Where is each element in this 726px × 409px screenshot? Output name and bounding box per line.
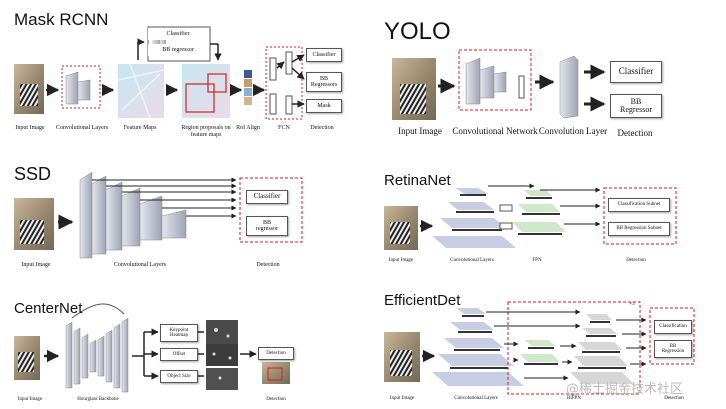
input-image-thumbnail [14, 64, 44, 114]
mask-rcnn-diagram [14, 26, 305, 120]
bifpn-label: BiFPN [567, 396, 581, 401]
conv-layers-icon [65, 71, 91, 105]
bb-label: BB [669, 343, 677, 349]
conv-layers-label: Convolutional Layers [450, 258, 494, 263]
watermark-text: @稀土掘金技术社区 [566, 382, 684, 397]
fpn-label: FPN [532, 258, 542, 263]
heatmap-label: Heatmap [169, 333, 189, 338]
detection-box: Detection [258, 347, 294, 360]
object-size-box: Object Size [160, 370, 198, 383]
offset-box: Offset [160, 348, 198, 361]
bb-label: BB [630, 96, 642, 106]
output-classifier-box: Classifier [306, 48, 342, 62]
bb-label: BB [319, 75, 328, 82]
ssd-diagram [14, 171, 303, 259]
detection-label: Detection [266, 397, 286, 402]
detection-label: Detection [310, 125, 334, 131]
efficientdet-title: EfficientDet [384, 292, 461, 309]
yolo-classifier-box: Classifier [610, 61, 662, 83]
input-image-label: Input Image [17, 397, 43, 402]
ssd-title: SSD [14, 164, 52, 184]
centernet-diagram [14, 303, 290, 393]
conv-pyramid [432, 308, 524, 386]
feature-maps-icon [117, 63, 165, 119]
detection-label: Detection [626, 258, 646, 263]
input-image-thumbnail [392, 58, 436, 120]
conv-layers-label: Convolutional Layers [113, 262, 167, 268]
conv-layer-label: Convolution Layer [538, 126, 608, 136]
input-image-thumbnail [384, 332, 420, 382]
ssd-classifier-box: Classifier [246, 190, 288, 204]
efficientdet-classification-box: Classification [654, 320, 692, 334]
regressor-label: Regressor [620, 105, 652, 114]
input-image-thumbnail [14, 336, 40, 380]
input-image-label: Input Image [15, 125, 45, 131]
classification-subnet-box: Classification Subnet [608, 198, 670, 212]
centernet-title: CenterNet [14, 300, 83, 317]
conv-pyramid [432, 188, 516, 248]
region-proposals-label-1: Region proposals on [181, 125, 231, 131]
fcn-label: FCN [278, 125, 290, 131]
roi-align-icon [244, 70, 252, 105]
conv-network-icon [465, 57, 525, 105]
input-image-label: Input Image [398, 126, 442, 136]
detection-label: Detection [664, 396, 684, 401]
input-image-thumbnail [14, 198, 54, 250]
keypoint-heatmap-box: Keypoint Heatmap [160, 324, 198, 342]
detection-label: Detection [617, 128, 653, 138]
efficientdet-bb-regression-box: BB Regression [654, 340, 692, 358]
detection-label: Detection [256, 262, 280, 268]
retinanet-title: RetinaNet [384, 172, 451, 189]
input-image-label: Input Image [388, 258, 414, 263]
input-image-label: Input Image [389, 396, 415, 401]
efficientdet-diagram [384, 301, 695, 395]
hourglass-backbone-icon [65, 303, 129, 393]
bb-label: BB [262, 219, 271, 226]
feature-maps-label: Feature Maps [123, 125, 157, 131]
region-proposals-icon [182, 64, 230, 118]
bb-regressor-box: BB regressor [148, 44, 208, 56]
retinanet-diagram [384, 183, 677, 250]
conv-layers-label: Convolutional Layers [55, 125, 109, 131]
yolo-diagram [392, 49, 606, 120]
yolo-title: YOLO [384, 18, 451, 45]
conv-layers-label: Convolutional Layers [454, 396, 498, 401]
output-bb-regressors-box: BB Regressors [306, 72, 342, 92]
input-image-thumbnail [384, 206, 418, 250]
input-image-label: Input Image [21, 262, 51, 268]
regressors-label: Regressors [310, 82, 338, 88]
output-mask-box: Mask [306, 99, 342, 113]
ssd-bb-regressor-box: BB regressor [246, 216, 288, 236]
region-proposals-label-2: feature maps [190, 132, 222, 138]
repeat-label: ×3 [629, 302, 635, 307]
hourglass-backbone-label: Hourglass Backbone [77, 397, 119, 402]
heatmap-outputs [206, 320, 238, 390]
regressor-label: regressor [256, 226, 278, 232]
conv-layer-icon [559, 55, 579, 119]
yolo-bb-regressor-box: BB Regressor [610, 94, 662, 118]
fpn-pyramid [512, 190, 566, 235]
detection-output-thumbnail [262, 362, 290, 384]
roi-align-label: RoI Align [236, 125, 260, 131]
bifpn-layers [520, 314, 634, 384]
regression-label: Regression [661, 349, 685, 354]
bb-regression-subnet-box: BB Regression Subnet [608, 222, 670, 236]
classifier-box: Classifier [148, 28, 208, 40]
conv-layers-stack [79, 171, 187, 259]
conv-network-label: Convolutional Network [452, 126, 538, 136]
mask-rcnn-title: Mask RCNN [14, 10, 109, 29]
keypoint-label: Keypoint [169, 327, 189, 333]
